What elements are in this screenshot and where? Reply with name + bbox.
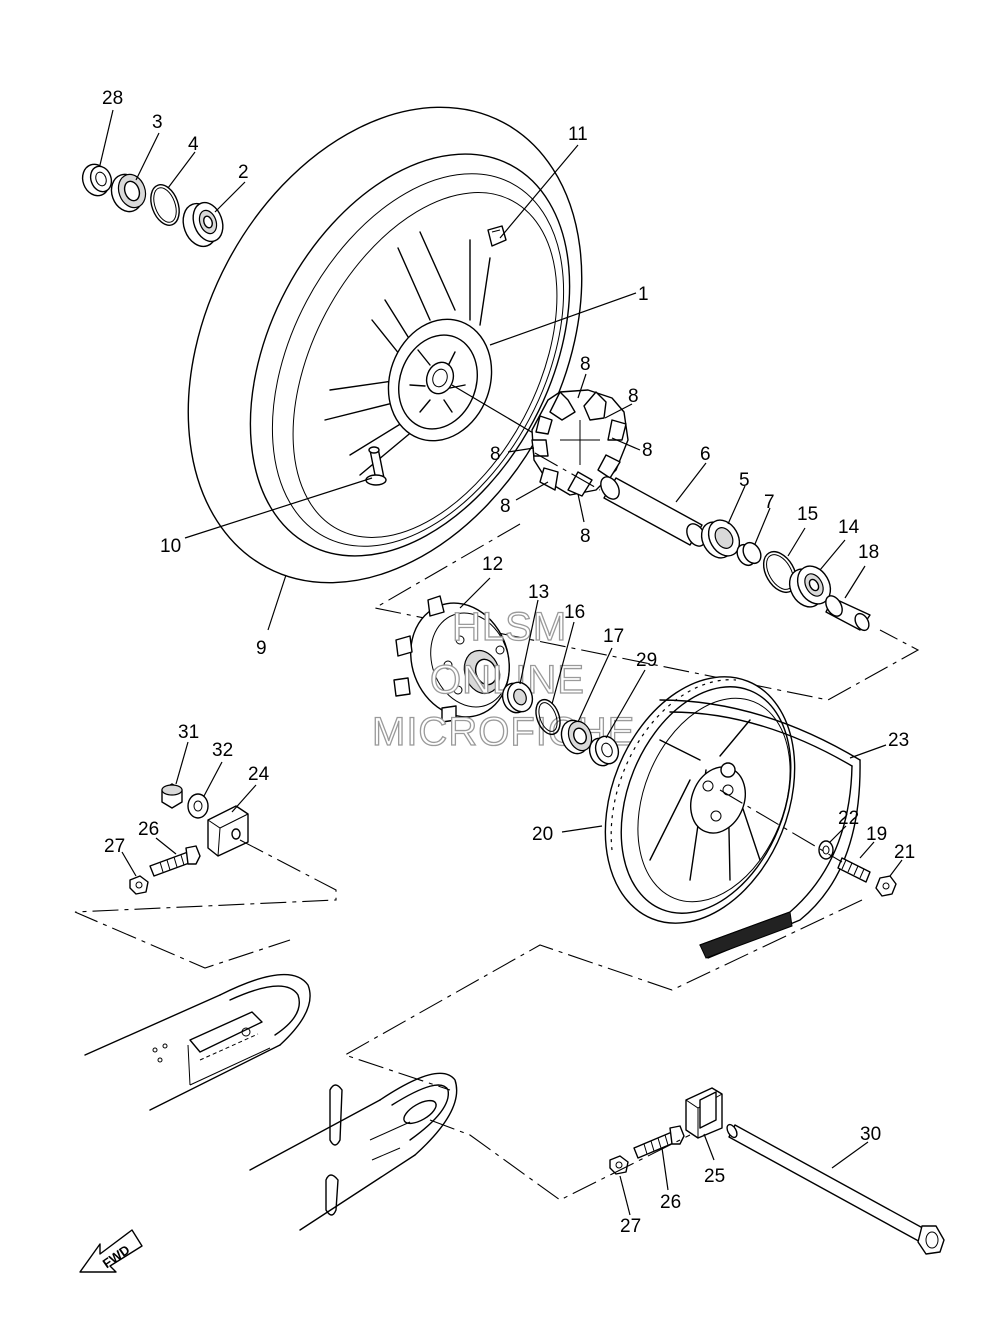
callout-27-right: 27 [620,1216,641,1237]
callout-3: 3 [152,112,163,133]
callout-26-left: 26 [138,819,159,840]
spacer-6[interactable] [597,474,709,550]
collar-28[interactable] [78,161,115,200]
callout-27-left: 27 [104,836,125,857]
bearing-13[interactable] [499,679,537,716]
callout-13: 13 [528,582,549,603]
callout-8-right-top: 8 [628,386,639,407]
callout-19: 19 [866,824,887,845]
callout-8-lower-left: 8 [500,496,511,517]
washer-32[interactable] [187,793,209,819]
callout-6: 6 [700,444,711,465]
callout-20: 20 [532,824,553,845]
watermark: HLSM ONLINE MICROFICHE [371,604,635,754]
callout-8-left: 8 [490,444,501,465]
bearing-2[interactable] [177,198,228,251]
callout-25: 25 [704,1166,725,1187]
collar-29[interactable] [586,733,622,769]
callout-23: 23 [888,730,909,751]
oil-seal-3[interactable] [106,170,150,216]
nut-21[interactable] [875,875,897,897]
oil-seal-17[interactable] [557,717,595,758]
leader-lines [99,109,903,1216]
collar-7[interactable] [734,539,765,568]
callout-22: 22 [838,808,859,829]
callout-labels: 28 3 4 2 11 1 8 8 8 8 8 8 6 5 7 15 14 18… [102,88,915,1237]
callout-2: 2 [238,162,249,183]
callout-21: 21 [894,842,915,863]
axle-30[interactable] [725,1123,945,1255]
adjuster-block-25[interactable] [685,1087,723,1139]
callout-30: 30 [860,1124,881,1145]
callout-11: 11 [568,124,588,145]
callout-17: 17 [603,626,624,647]
callout-7: 7 [764,492,775,513]
circlip-16[interactable] [532,696,565,737]
callout-4: 4 [188,134,199,155]
bolt-19[interactable] [837,857,871,883]
callout-10: 10 [160,536,181,557]
callout-26-right: 26 [660,1192,681,1213]
swingarm-right-side[interactable] [249,1072,458,1231]
callout-24: 24 [248,764,270,785]
nut-27-left[interactable] [129,875,149,895]
balance-weight[interactable] [487,225,507,247]
fwd-arrow-icon: FWD [79,1229,143,1273]
collar-18[interactable] [822,593,871,633]
callout-28: 28 [102,88,123,109]
bolt-26-right[interactable] [633,1125,685,1159]
circlip-4[interactable] [146,181,185,229]
callout-31: 31 [178,722,199,743]
callout-8-top: 8 [580,354,591,375]
nut-31[interactable] [161,783,183,809]
svg-text:HLSM: HLSM [452,605,567,649]
valve-stem[interactable] [365,446,387,486]
callout-8-right: 8 [642,440,653,461]
adjuster-block-24[interactable] [207,805,249,857]
bolt-26-left[interactable] [149,845,201,877]
driven-hub-12[interactable] [393,589,525,731]
callout-29: 29 [636,650,657,671]
swingarm-left-side[interactable] [84,973,311,1111]
rear-wheel-tire[interactable] [110,39,661,651]
callout-15: 15 [797,504,818,525]
bearing-5[interactable] [695,515,745,564]
callout-5: 5 [739,470,750,491]
callout-8-bottom: 8 [580,526,591,547]
callout-16: 16 [564,602,585,623]
callout-12: 12 [482,554,503,575]
callout-18: 18 [858,542,879,563]
rear-pulley-20[interactable] [570,648,829,951]
nut-27-right[interactable] [609,1155,629,1175]
callout-32: 32 [212,740,233,761]
bearing-14[interactable] [783,560,837,613]
callout-1: 1 [638,284,649,305]
damper-cluster[interactable] [531,389,629,497]
callout-14: 14 [838,517,860,538]
callout-9: 9 [256,638,267,659]
